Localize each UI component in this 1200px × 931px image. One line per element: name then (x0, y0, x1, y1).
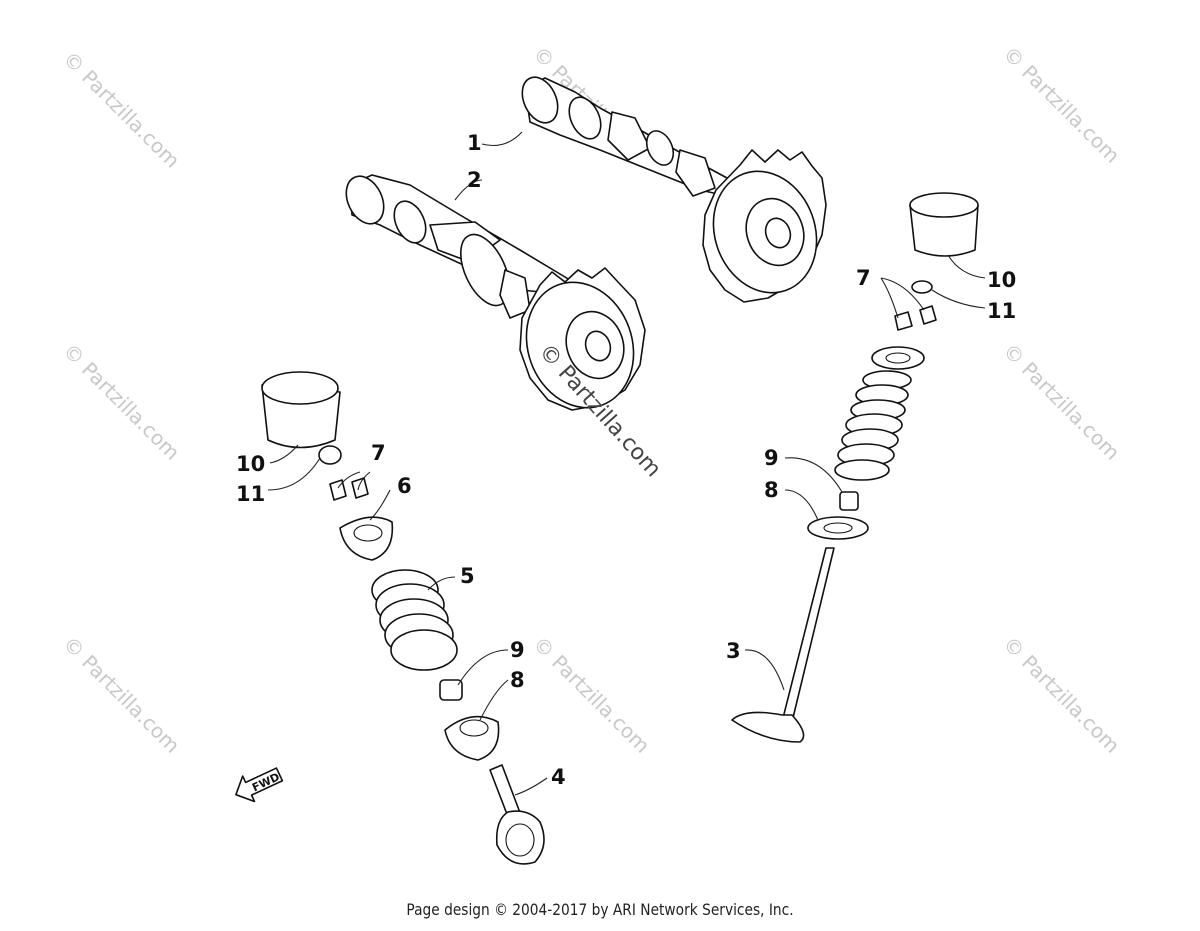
callout-labels: 1 2 3 4 5 6 7 7 8 8 9 9 10 10 11 11 (236, 131, 1016, 789)
callout-7-right: 7 (856, 266, 871, 290)
callout-8-left: 8 (510, 668, 525, 692)
callout-5: 5 (460, 564, 475, 588)
callout-6: 6 (397, 474, 412, 498)
callout-1: 1 (467, 131, 482, 155)
callout-3: 3 (726, 639, 741, 663)
camshaft-lower (345, 174, 646, 411)
watermark: © Partzilla.com (998, 632, 1124, 758)
callout-7-left: 7 (371, 441, 386, 465)
valve-assembly-left (261, 371, 545, 865)
callout-10-left: 10 (236, 452, 265, 476)
watermark: © Partzilla.com (998, 339, 1124, 465)
callout-11-right: 11 (987, 299, 1016, 323)
watermark: © Partzilla.com (528, 632, 654, 758)
callout-10-right: 10 (987, 268, 1016, 292)
valve-spring-right (834, 370, 912, 481)
footer-copyright: Page design © 2004-2017 by ARI Network S… (406, 900, 794, 919)
watermark: © Partzilla.com (58, 632, 184, 758)
valve-spring-left (371, 569, 458, 671)
callout-9-right: 9 (764, 446, 779, 470)
watermark: © Partzilla.com (58, 339, 184, 465)
callout-2: 2 (467, 168, 482, 192)
valve-assembly-right (731, 192, 979, 743)
callout-11-left: 11 (236, 482, 265, 506)
callout-8-right: 8 (764, 478, 779, 502)
callout-9-left: 9 (510, 638, 525, 662)
leader-lines (267, 131, 986, 796)
watermark: © Partzilla.com (998, 42, 1124, 168)
forward-direction-arrow: FWD (235, 767, 284, 803)
camshaft-upper (521, 76, 827, 303)
callout-4: 4 (551, 765, 566, 789)
watermark: © Partzilla.com (58, 47, 184, 173)
